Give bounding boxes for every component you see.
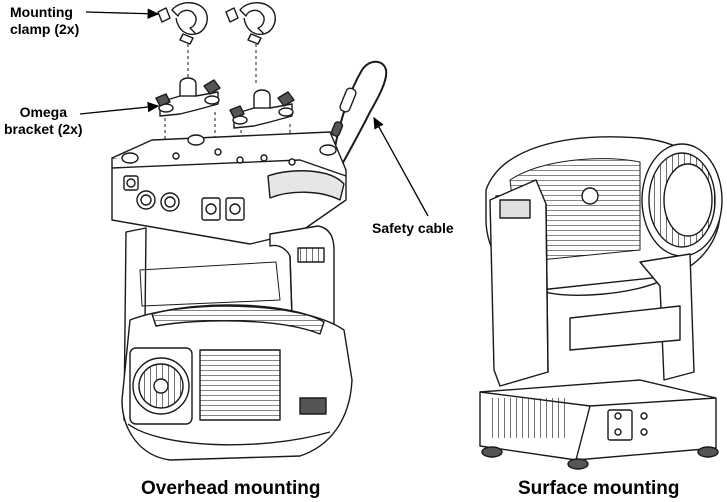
omega-bracket-label-line2: bracket (2x) <box>4 121 83 137</box>
omega-bracket-label: Omega bracket (2x) <box>4 104 83 138</box>
mounting-clamp-label: Mounting clamp (2x) <box>10 4 79 38</box>
fixture-head-inverted <box>121 261 353 461</box>
yoke-upright <box>489 179 695 387</box>
omega-bracket-right <box>229 89 295 129</box>
surface-mounting-caption: Surface mounting <box>518 478 680 499</box>
safety-cable <box>330 60 388 169</box>
mounting-clamp-label-line1: Mounting <box>10 4 73 20</box>
omega-bracket-left <box>155 77 221 117</box>
surface-fixture <box>479 136 723 470</box>
mounting-clamp-right <box>225 2 276 45</box>
overhead-fixture <box>111 2 388 461</box>
mounting-clamp-label-line2: clamp (2x) <box>10 21 80 37</box>
overhead-mounting-caption: Overhead mounting <box>141 478 321 499</box>
safety-cable-label: Safety cable <box>372 220 454 236</box>
leader-lines <box>79 8 429 217</box>
fixture-base-inverted <box>111 131 347 245</box>
mounting-clamp-left <box>157 2 208 45</box>
fixture-base-upright <box>479 379 719 470</box>
omega-bracket-label-line1: Omega <box>19 104 68 120</box>
